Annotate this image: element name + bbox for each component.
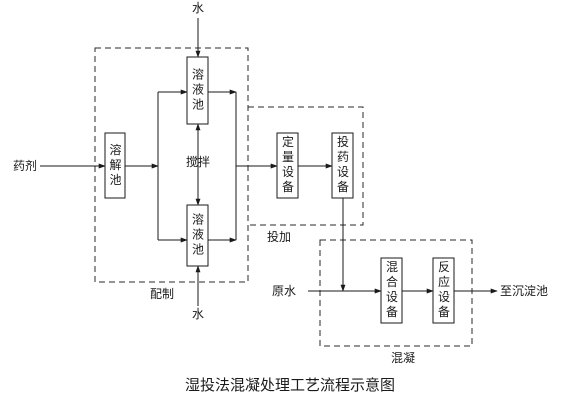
output-label: 至沉淀池 [500,284,548,298]
zone-preparation-label: 配制 [150,287,174,301]
flow-lines [40,18,498,306]
metering-device-label: 定量设备 [281,134,295,195]
zone-coagulation-frame [319,239,473,347]
box-metering-device: 定量设备 [276,132,299,199]
box-dissolving-tank: 溶解池 [104,132,126,199]
box-solution-tank-top: 溶液池 [186,56,209,125]
dissolving-tank-label: 溶解池 [108,142,122,188]
solution-tank-top-label: 溶液池 [191,67,205,113]
solution-tank-bottom-label: 溶液池 [191,212,205,258]
stirring-label: 搅拌 [186,154,210,169]
mixing-device-label: 混合设备 [385,260,399,320]
box-reaction-device: 反应设备 [432,257,455,324]
water-bottom-label: 水 [192,307,204,321]
box-mixing-device: 混合设备 [380,257,403,324]
reaction-device-label: 反应设备 [437,260,451,320]
zone-preparation-frame [94,47,249,283]
box-dosing-device: 投药设备 [331,132,354,199]
diagram-caption: 湿投法混凝处理工艺流程示意图 [185,376,395,394]
box-solution-tank-bottom: 溶液池 [186,204,209,267]
zone-coagulation-label: 混凝 [391,350,415,365]
reagent-label: 药剂 [13,158,37,173]
zone-dosing-label: 投加 [267,229,291,244]
water-top-label: 水 [192,1,204,15]
raw-water-label: 原水 [272,284,296,298]
zone-dosing-frame [248,106,364,226]
dosing-device-label: 投药设备 [336,134,350,195]
